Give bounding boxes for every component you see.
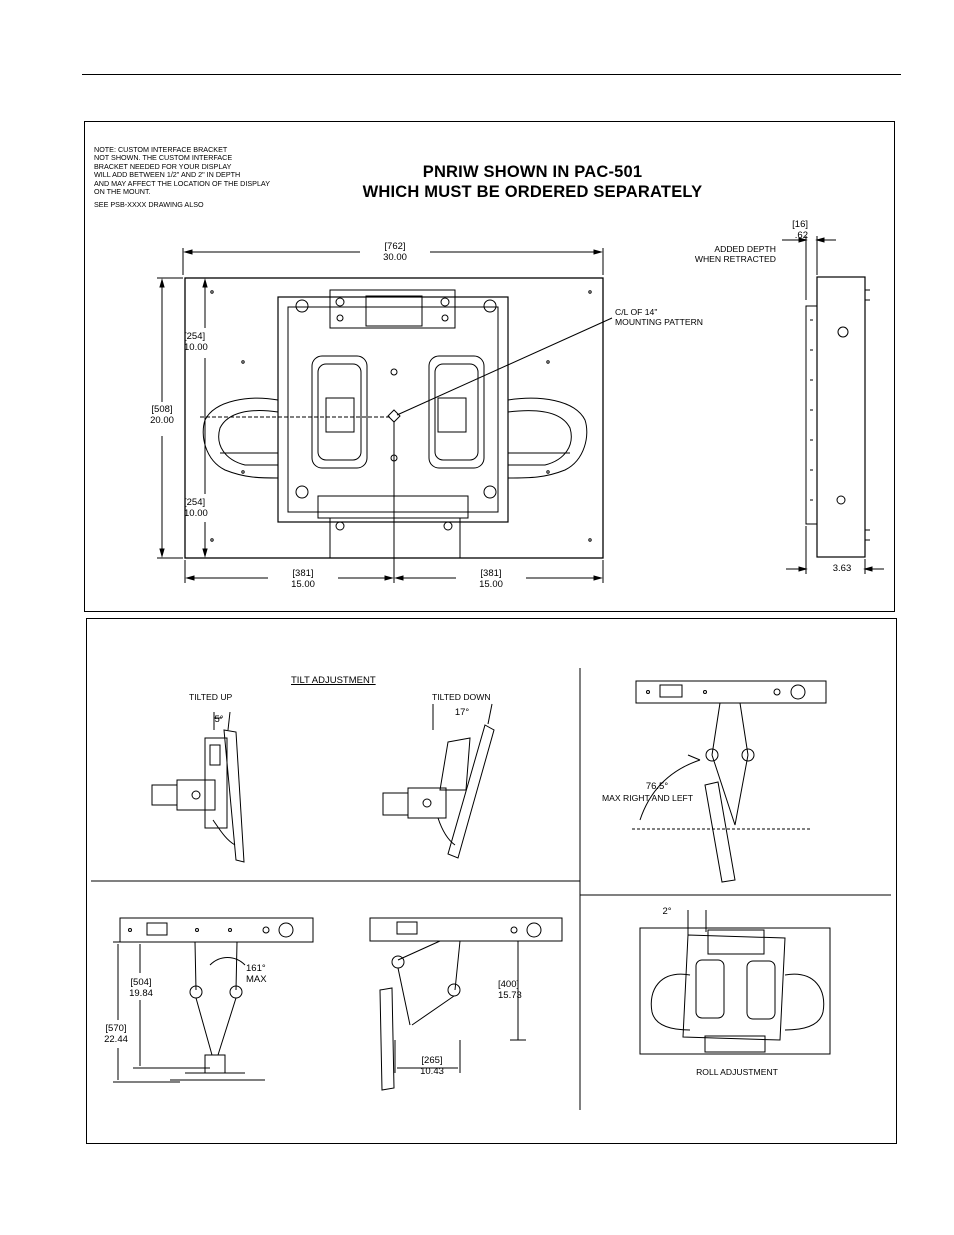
dim-mm: [381]: [292, 568, 314, 579]
dim-mm: [254]: [184, 497, 206, 508]
tilted-down-angle: 17°: [454, 707, 470, 718]
right-half-dimension: [381] 15.00: [456, 568, 526, 590]
cl-line-1: C/L OF 14": [615, 307, 658, 317]
dim-in: .62: [794, 230, 808, 241]
dim-in: 15.73: [498, 990, 522, 1001]
left-half-dimension: [381] 15.00: [268, 568, 338, 590]
arm-length-dimension: [504] 19.84: [123, 977, 159, 999]
header-rule: [82, 74, 901, 75]
total-depth-dimension: 3.63: [832, 563, 852, 574]
folded-width-dimension: [265] 10.43: [414, 1055, 450, 1077]
dim-in: 15.00: [479, 579, 503, 590]
tilted-down-label: TILTED DOWN: [432, 692, 491, 702]
swivel-label: MAX RIGHT AND LEFT: [602, 793, 694, 803]
label-line: ADDED DEPTH: [714, 244, 776, 254]
dim-mm: [762]: [384, 241, 406, 252]
added-depth-dimension: [16] .62: [738, 219, 808, 241]
dim-mm: [16]: [792, 219, 808, 230]
folded-view: [369, 917, 563, 1091]
note-line: AND MAY AFFECT THE LOCATION OF THE DISPL…: [94, 178, 270, 188]
dim-mm: [570]: [105, 1023, 127, 1034]
dim-mm: [254]: [184, 331, 206, 342]
lower-half-dimension: [254] 10.00: [184, 497, 224, 519]
dim-in: 30.00: [383, 252, 407, 263]
roll-angle: 2°: [662, 906, 672, 917]
adjustment-views-panel: [86, 618, 897, 1144]
title-line-2: WHICH MUST BE ORDERED SEPARATELY: [362, 183, 703, 201]
tilted-up-view: [151, 711, 245, 863]
angle-label: MAX: [246, 974, 267, 985]
dimension-drawing-panel: [84, 121, 895, 612]
dim-mm: [400]: [498, 979, 520, 990]
custom-bracket-note: NOTE: CUSTOM INTERFACE BRACKET NOT SHOWN…: [94, 145, 294, 210]
tilt-adjustment-heading: TILT ADJUSTMENT: [291, 675, 376, 686]
dim-in: 20.00: [150, 415, 174, 426]
extended-view: [113, 917, 314, 1083]
width-dimension: [762] 30.00: [360, 241, 430, 263]
dim-in: 10.00: [184, 508, 208, 519]
dim-mm: [504]: [130, 977, 152, 988]
dim-mm: [508]: [151, 404, 173, 415]
tilted-down-view: [382, 703, 495, 859]
tilted-up-angle: 5°: [214, 714, 224, 725]
dim-in: 22.44: [104, 1034, 128, 1045]
note-line: BRACKET NEEDED FOR YOUR DISPLAY: [94, 161, 232, 171]
total-extension-dimension: [570] 22.44: [98, 1023, 134, 1045]
roll-adjustment-label: ROLL ADJUSTMENT: [696, 1067, 778, 1077]
title-line-1: PNRIW SHOWN IN PAC-501: [422, 163, 643, 181]
tilted-up-label: TILTED UP: [189, 692, 233, 702]
swivel-view: [632, 680, 827, 883]
note-line: NOT SHOWN. THE CUSTOM INTERFACE: [94, 153, 233, 163]
dim-mm: [381]: [480, 568, 502, 579]
height-dimension: [508] 20.00: [142, 404, 182, 426]
note-line: ON THE MOUNT.: [94, 187, 151, 197]
dim-in: 19.84: [129, 988, 153, 999]
swivel-angle: 76.5°: [645, 781, 669, 792]
upper-half-dimension: [254] 10.00: [184, 331, 224, 353]
label-line: WHEN RETRACTED: [694, 254, 776, 264]
cl-line-2: MOUNTING PATTERN: [615, 317, 704, 327]
drawing-title: PNRIW SHOWN IN PAC-501 WHICH MUST BE ORD…: [330, 162, 735, 202]
centerline-label: C/L OF 14" MOUNTING PATTERN: [615, 307, 745, 327]
angle-value: 161°: [246, 963, 266, 974]
dim-mm: [265]: [421, 1055, 443, 1066]
arm-angle: 161° MAX: [246, 963, 276, 985]
dim-in: 10.43: [420, 1066, 444, 1077]
folded-height-dimension: [400] 15.73: [498, 979, 534, 1001]
note-see-also: SEE PSB-XXXX DRAWING ALSO: [94, 200, 204, 210]
added-depth-label: ADDED DEPTH WHEN RETRACTED: [660, 244, 776, 264]
note-line: WILL ADD BETWEEN 1/2" AND 2" IN DEPTH: [94, 170, 241, 180]
roll-view: [639, 910, 831, 1055]
note-line: NOTE: CUSTOM INTERFACE BRACKET: [94, 145, 228, 154]
dim-in: 10.00: [184, 342, 208, 353]
dim-in: 15.00: [291, 579, 315, 590]
